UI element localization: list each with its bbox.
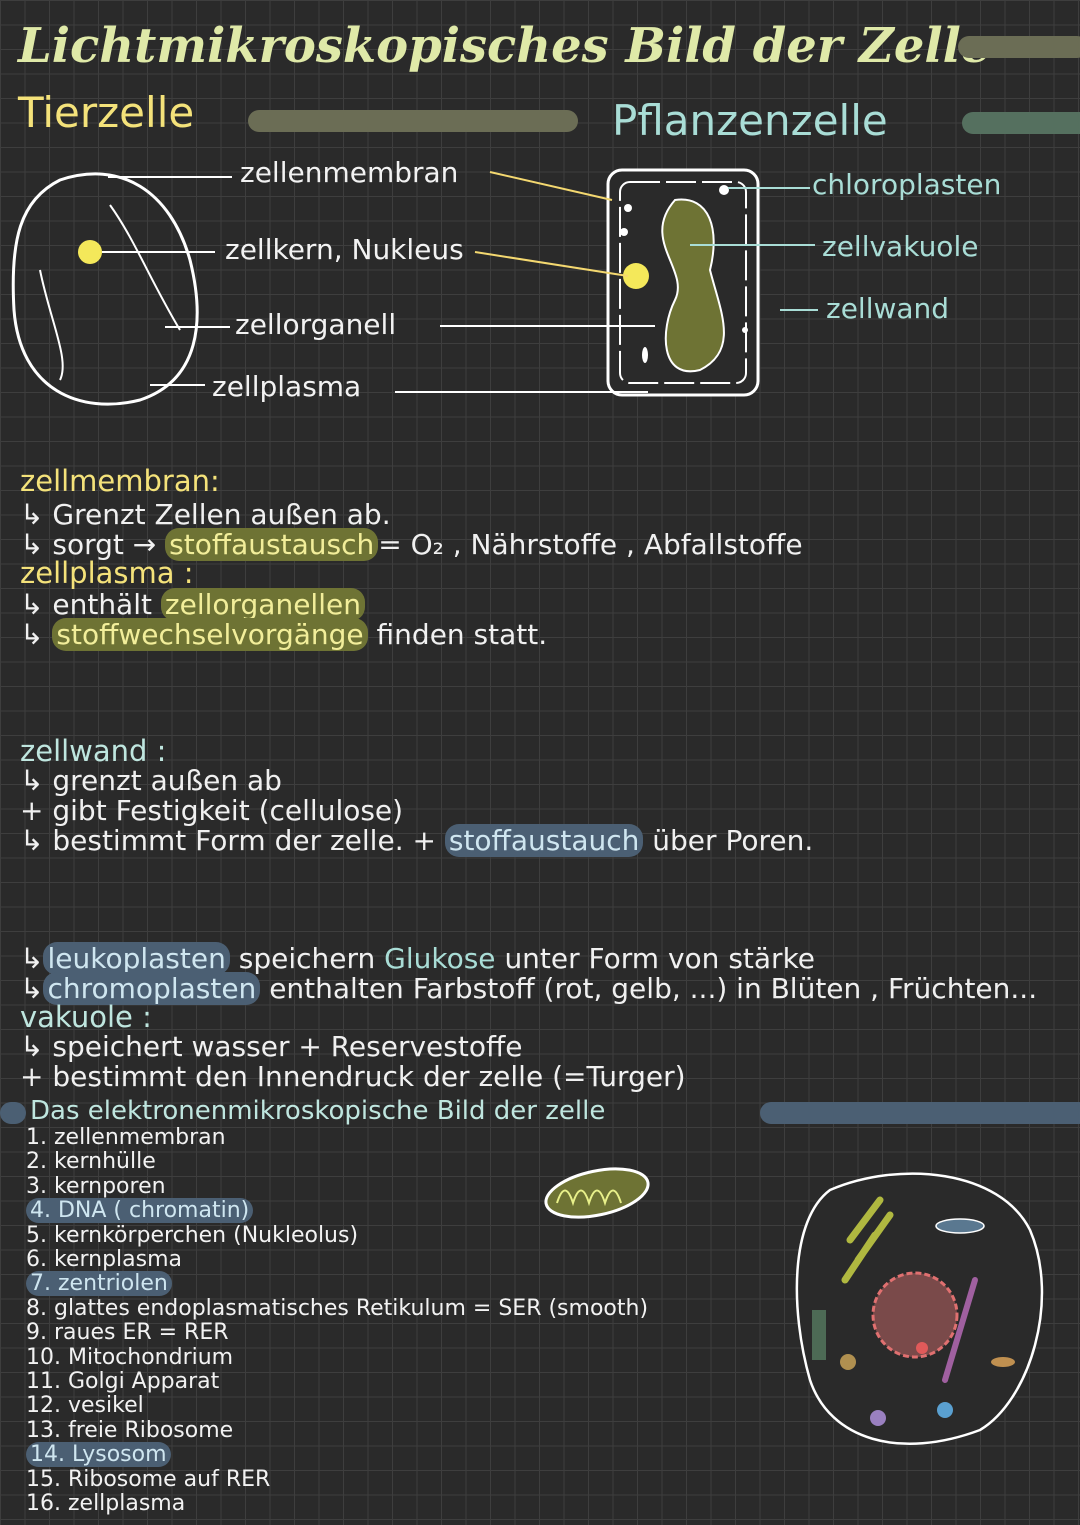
list-item-text: 4. DNA ( chromatin) [26,1198,254,1224]
list-item: 15. Ribosome auf RER [26,1466,648,1492]
list-item-text: 8. glattes endoplasmatisches Retikulum =… [26,1295,649,1321]
plant-vacuole [661,198,725,373]
heading-zellmembran: zellmembran: [20,464,220,498]
heading-bar [248,110,578,132]
arrow-icon: ↳ [20,498,44,531]
page-title: Lichtmikroskopisches Bild der Zelle [18,18,992,74]
list-item-text: 16. zellplasma [26,1491,186,1517]
highlight: stoffaustausch [165,528,379,561]
tierzelle-heading: Tierzelle [18,88,195,137]
list-item-text: 3. kernporen [26,1173,166,1199]
note-line: + bestimmt den Innendruck der zelle (=Tu… [20,1060,686,1093]
animal-nucleus [78,240,102,264]
plant-nucleus [623,263,649,289]
note-line: + gibt Festigkeit (cellulose) [20,794,404,827]
title-underline-bar [958,36,1080,58]
note-line: ↳leukoplasten speichern Glukose unter Fo… [20,942,815,975]
list-item: 13. freie Ribosome [26,1417,648,1443]
heading-bar [0,1102,26,1124]
list-item-text: 13. freie Ribosome [26,1417,234,1443]
list-item: 1. zellenmembran [26,1125,648,1150]
list-item: 14. Lysosom [26,1442,648,1468]
note-text: finden statt. [376,618,548,651]
list-item-text: 12. vesikel [26,1393,144,1419]
note-text: über Poren. [652,824,814,857]
note-line: ↳ enthält zellorganellen [20,588,365,621]
list-item-text: 5. kernkörperchen (Nukleolus) [26,1222,359,1248]
note-text: enthalten Farbstoff (rot, gelb, ...) in … [269,972,1038,1005]
list-item-text: 7. zentriolen [26,1271,172,1297]
label-zellvakuole: zellvakuole [822,230,979,263]
mitochondrion-drawing [544,1167,650,1219]
label-zellkern: zellkern, Nukleus [225,233,464,266]
list-item: 11. Golgi Apparat [26,1369,648,1395]
heading-bar [760,1102,1080,1124]
list-item-text: 2. kernhülle [26,1149,156,1175]
list-item: 2. kernhülle [26,1150,648,1174]
note-text: Glukose [384,942,496,975]
highlight: zellorganellen [160,588,365,621]
animal-cell-organelle [39,269,64,381]
note-text: speichern [238,942,376,975]
note-text: ↳ sorgt → [20,528,157,561]
em-nucleus [871,1271,959,1359]
list-item: 7. zentriolen [26,1271,648,1297]
note-text: ↳ bestimmt Form der zelle. + [20,824,436,857]
list-item-text: 15. Ribosome auf RER [26,1466,271,1492]
list-item: 12. vesikel [26,1394,648,1418]
list-item: 4. DNA ( chromatin) [26,1198,648,1224]
heading-zellplasma: zellplasma : [20,556,194,590]
note-text: = O₂ , Nährstoffe , Abfallstoffe [378,528,803,561]
note-line: ↳ stoffwechselvorgänge finden statt. [20,618,547,651]
pflanzenzelle-heading: Pflanzenzelle [612,96,888,145]
note-line: ↳ speichert wasser + Reservestoffe [20,1030,523,1063]
list-item: 5. kernkörperchen (Nukleolus) [26,1222,648,1248]
note-text: ↳ [20,972,44,1005]
list-item: 3. kernporen [26,1173,648,1199]
note-text: ↳ enthält [20,588,152,621]
list-item-text: 6. kernplasma [26,1247,183,1273]
note-line: ↳ grenzt außen ab [20,764,282,797]
highlight: stoffaustauch [444,824,644,857]
list-item-text: 1. zellenmembran [26,1125,226,1150]
list-item-text: 9. raues ER = RER [26,1320,229,1346]
list-item: 16. zellplasma [26,1491,648,1517]
note-line: ↳ Grenzt Zellen außen ab. [20,498,391,531]
heading-zellwand: zellwand : [20,734,167,768]
note-text: ↳ [20,942,44,975]
note-line: ↳ bestimmt Form der zelle. + stoffaustau… [20,824,813,857]
highlight: leukoplasten [43,942,230,975]
note-text: unter Form von stärke [504,942,816,975]
label-chloroplasten: chloroplasten [812,168,1002,201]
list-item-text: 14. Lysosom [26,1442,171,1468]
list-item: 6. kernplasma [26,1247,648,1273]
heading-vakuole: vakuole : [20,1000,152,1034]
note-text: Grenzt Zellen außen ab. [52,498,391,531]
label-zellenmembran: zellenmembran [240,156,459,189]
list-item: 9. raues ER = RER [26,1321,648,1345]
label-zellplasma: zellplasma [212,370,362,403]
highlight: stoffwechselvorgänge [52,618,368,651]
heading-bar [962,112,1080,134]
note-text: ↳ [20,618,44,651]
note-line: ↳ sorgt → stoffaustausch= O₂ , Nährstoff… [20,528,803,561]
list-item-text: 11. Golgi Apparat [26,1369,220,1395]
animal-cell-outline [11,172,199,406]
note-line: ↳chromoplasten enthalten Farbstoff (rot,… [20,972,1037,1005]
highlight: chromoplasten [43,972,261,1005]
list-item: 10. Mitochondrium [26,1344,648,1370]
em-heading: Das elektronenmikroskopische Bild der ze… [30,1096,606,1126]
animal-cell-organelle [109,204,181,331]
label-zellwand: zellwand [826,292,950,325]
list-item-text: 10. Mitochondrium [26,1344,234,1370]
label-zellorganell: zellorganell [235,308,397,341]
list-item: 8. glattes endoplasmatisches Retikulum =… [26,1295,649,1321]
